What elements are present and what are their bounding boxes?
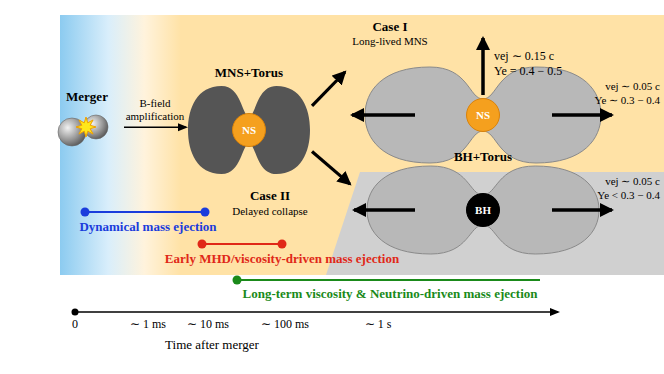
time-axis <box>72 309 559 316</box>
node-subtitle: Long-lived MNS <box>352 35 427 48</box>
ejecta-velocity: vej ∼ 0.15 c <box>494 50 554 64</box>
phase-bar <box>202 243 282 245</box>
node-heading: MNS+Torus <box>215 66 283 81</box>
outflow-arrows <box>352 38 612 210</box>
torus-outline <box>188 86 310 174</box>
electron-fraction: Ye = 0.4 − 0.5 <box>494 65 562 79</box>
text-group: BH <box>467 194 499 226</box>
collision-flash <box>76 117 96 137</box>
phase-band <box>60 15 664 275</box>
phase-bar <box>85 211 205 213</box>
outflow-arrow <box>352 113 415 117</box>
outflow-arrow <box>481 38 485 95</box>
flow-arrow <box>124 126 186 128</box>
outflow-arrow <box>552 113 612 117</box>
torus-node: BH+TorusBH <box>350 150 616 260</box>
node-heading: BH <box>475 204 491 217</box>
node-heading: NS <box>242 124 256 137</box>
tick-label: ∼ 10 ms <box>187 318 229 332</box>
text-group: NS <box>467 99 499 131</box>
electron-fraction: Ye < 0.3 − 0.4 <box>597 189 660 202</box>
phase-bar <box>237 279 540 281</box>
tick-label: ∼ 100 ms <box>261 318 309 332</box>
electron-fraction: Ye ∼ 0.3 − 0.4 <box>595 94 660 107</box>
bar-end-dot <box>81 208 90 217</box>
axis-title: Time after merger <box>165 338 259 353</box>
text-group: Merger <box>50 90 124 105</box>
text-group: BH+Torus <box>350 150 616 165</box>
phase-label: Long-term viscosity & Neutrino-driven ma… <box>243 287 538 302</box>
text-group: Case ILong-lived MNS <box>345 20 435 48</box>
black-hole: BH <box>466 193 500 227</box>
node-heading: BH+Torus <box>454 150 512 165</box>
tick-label: ∼ 1 ms <box>130 318 166 332</box>
ejecta-velocity: vej ∼ 0.05 c <box>605 80 660 93</box>
bar-end-dot <box>278 240 287 249</box>
bar-end-dot <box>233 276 242 285</box>
merger-node: Merger <box>50 90 124 152</box>
axis-origin-dot <box>72 309 79 316</box>
ejecta-velocity: vej ∼ 0.05 c <box>605 175 660 188</box>
node-heading: Case I <box>372 20 407 35</box>
tick-label: 0 <box>72 318 78 332</box>
text-group: MNS+Torus <box>186 66 312 81</box>
outflow-arrow <box>552 208 612 212</box>
neutron-star: NS <box>466 98 500 132</box>
flow-arrow <box>312 152 350 185</box>
bar-end-dot <box>198 240 207 249</box>
torus-node: MNS+TorusNS <box>186 66 312 180</box>
torus-node: Case ILong-lived MNS NS <box>345 18 625 168</box>
bar-end-dot <box>201 208 210 217</box>
outflow-arrow <box>354 208 415 212</box>
neutron-star: NS <box>232 113 266 147</box>
axis-line <box>75 311 558 313</box>
phase-label: Early MHD/viscosity-driven mass ejection <box>165 252 399 267</box>
case-subtitle: Delayed collapse <box>232 205 307 218</box>
text-group: NS <box>233 114 265 146</box>
node-heading: NS <box>476 109 490 122</box>
case-heading: Case II <box>250 189 290 204</box>
phase-label: Dynamical mass ejection <box>79 220 216 235</box>
tick-label: ∼ 1 s <box>365 318 392 332</box>
edge-label: B-field amplification <box>124 97 186 122</box>
flow-arrow <box>312 72 345 106</box>
node-heading: Merger <box>66 90 108 105</box>
